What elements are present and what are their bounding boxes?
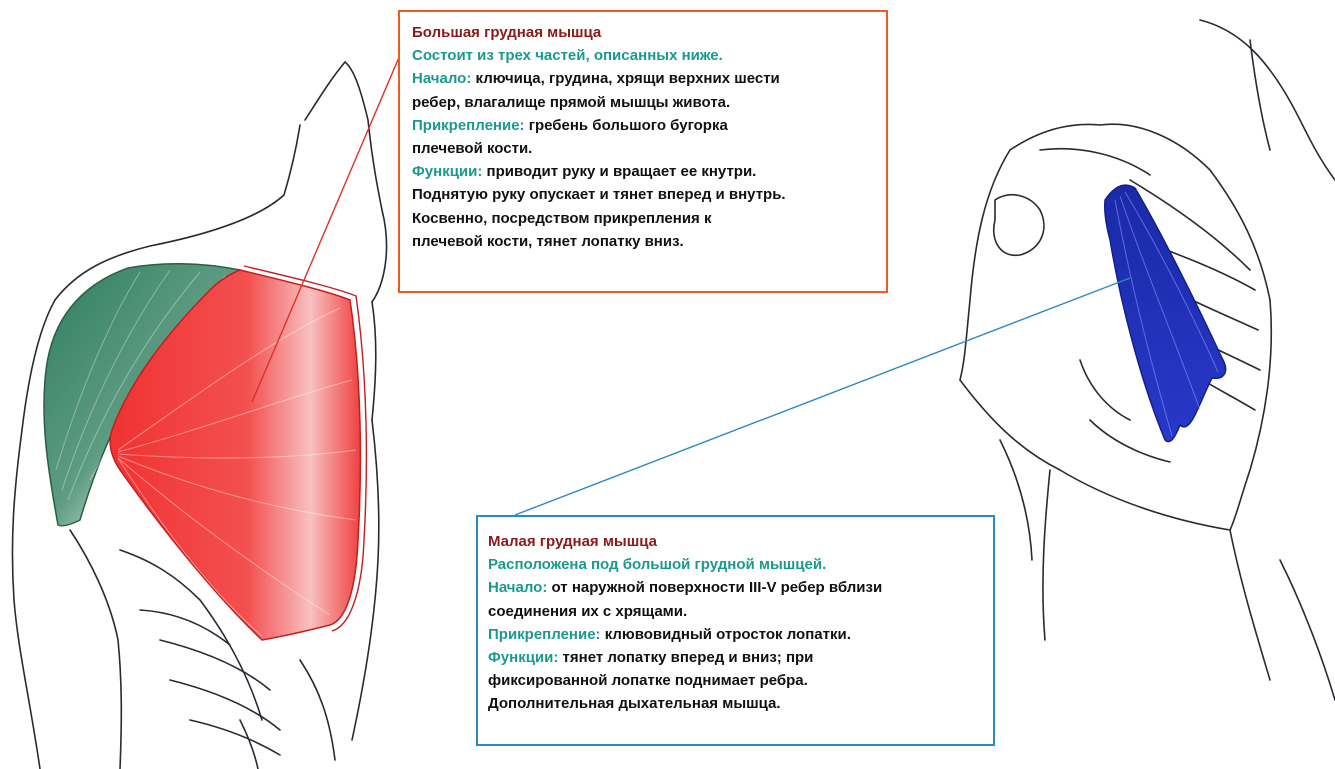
- major-subtitle: Состоит из трех частей, описанных ниже.: [412, 44, 886, 67]
- major-function-text-2: Поднятую руку опускает и тянет вперед и …: [412, 183, 886, 206]
- minor-subtitle: Расположена под большой грудной мышцей.: [488, 553, 993, 576]
- minor-insertion-text-1: клювовидный отросток лопатки.: [601, 626, 851, 643]
- minor-function-text-3: Дополнительная дыхательная мышца.: [488, 692, 993, 715]
- major-origin-line-1: Начало: ключица, грудина, хрящи верхних …: [412, 67, 886, 90]
- minor-function-line-1: Функции: тянет лопатку вперед и вниз; пр…: [488, 646, 993, 669]
- major-origin-text-2: ребер, влагалище прямой мышцы живота.: [412, 91, 886, 114]
- minor-function-text-2: фиксированной лопатке поднимает ребра.: [488, 669, 993, 692]
- major-origin-text-1: ключица, грудина, хрящи верхних шести: [471, 70, 779, 87]
- major-function-text-1: приводит руку и вращает ее кнутри.: [482, 163, 756, 180]
- minor-function-label: Функции:: [488, 649, 558, 666]
- minor-title: Малая грудная мышца: [488, 530, 993, 553]
- major-insertion-label: Прикрепление:: [412, 117, 525, 134]
- major-title: Большая грудная мышца: [412, 21, 886, 44]
- minor-origin-text-2: соединения их с хрящами.: [488, 600, 993, 623]
- minor-insertion-label: Прикрепление:: [488, 626, 601, 643]
- minor-origin-label: Начало:: [488, 579, 547, 596]
- pectoralis-minor-shape: [1105, 185, 1226, 442]
- major-function-line-1: Функции: приводит руку и вращает ее кнут…: [412, 160, 886, 183]
- pectoralis-major-callout: Большая грудная мышца Состоит из трех ча…: [398, 10, 888, 293]
- pectoralis-minor-callout: Малая грудная мышца Расположена под боль…: [476, 515, 995, 746]
- minor-origin-text-1: от наружной поверхности III-V ребер вбли…: [547, 579, 882, 596]
- major-origin-label: Начало:: [412, 70, 471, 87]
- major-insertion-text-1: гребень большого бугорка: [525, 117, 728, 134]
- major-insertion-text-2: плечевой кости.: [412, 137, 886, 160]
- major-function-text-4: плечевой кости, тянет лопатку вниз.: [412, 230, 886, 253]
- major-function-label: Функции:: [412, 163, 482, 180]
- minor-origin-line-1: Начало: от наружной поверхности III-V ре…: [488, 576, 993, 599]
- minor-function-text-1: тянет лопатку вперед и вниз; при: [558, 649, 813, 666]
- major-function-text-3: Косвенно, посредством прикрепления к: [412, 207, 886, 230]
- minor-leader-line: [515, 278, 1130, 515]
- minor-insertion-line-1: Прикрепление: клювовидный отросток лопат…: [488, 623, 993, 646]
- major-insertion-line-1: Прикрепление: гребень большого бугорка: [412, 114, 886, 137]
